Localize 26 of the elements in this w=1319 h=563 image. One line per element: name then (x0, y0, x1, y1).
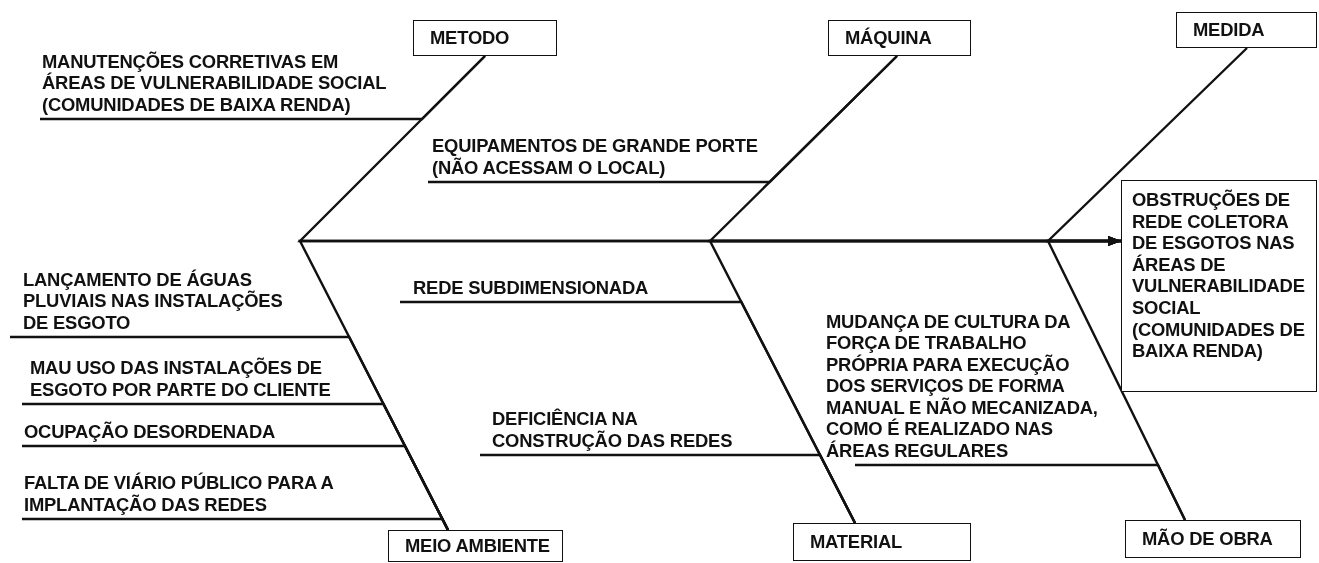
category-label: MÃO DE OBRA (1142, 528, 1273, 550)
cause-text: MANUTENÇÕES CORRETIVAS EM ÁREAS DE VULNERABILIDADE SOCIAL (COMUNIDADES DE BAIXA RENDA) (40, 43, 396, 119)
category-label: MEDIDA (1193, 19, 1265, 41)
cause-text: MUDANÇA DE CULTURA DA FORÇA DE TRABALHO PRÓPRIA PARA EXECUÇÃO DOS SERVIÇOS DE FORMA MANUAL E NÃO MECANIZADA, COMO É REALIZADO NAS ÁREAS REGULARES (826, 288, 1108, 465)
cause-text: LANÇAMENTO DE ÁGUAS PLUVIAIS NAS INSTALAÇÕES DE ESGOTO (10, 260, 295, 337)
cause-line (428, 55, 898, 184)
category-label: MEIO AMBIENTE (405, 535, 550, 557)
cause-text: REDE SUBDIMENSIONADA (400, 270, 670, 302)
effect-box (1121, 180, 1317, 392)
category-box (388, 530, 563, 562)
category-box (828, 20, 971, 56)
cause-line (855, 463, 1187, 521)
cause-line (480, 453, 857, 524)
cause-line (22, 517, 450, 531)
category-box (1176, 12, 1317, 48)
cause-text: DEFICIÊNCIA NA CONSTRUÇÃO DAS REDES (480, 400, 744, 455)
category-box (413, 20, 557, 56)
category-box (1125, 520, 1301, 558)
cause-text: EQUIPAMENTOS DE GRANDE PORTE (NÃO ACESSAM O LOCAL) (428, 126, 774, 182)
effect-text: OBSTRUÇÕES DE REDE COLETORA DE ESGOTOS NAS ÁREAS DE VULNERABILIDADE SOCIAL (COMUNIDADES DE BAIXA RENDA) (1132, 189, 1305, 362)
category-box (793, 523, 971, 561)
cause-text: MAU USO DAS INSTALAÇÕES DE ESGOTO POR PARTE DO CLIENTE (22, 355, 344, 404)
category-label: METODO (430, 27, 510, 49)
category-label: MATERIAL (810, 531, 903, 553)
cause-line (40, 55, 486, 121)
category-label: MÁQUINA (845, 27, 932, 49)
